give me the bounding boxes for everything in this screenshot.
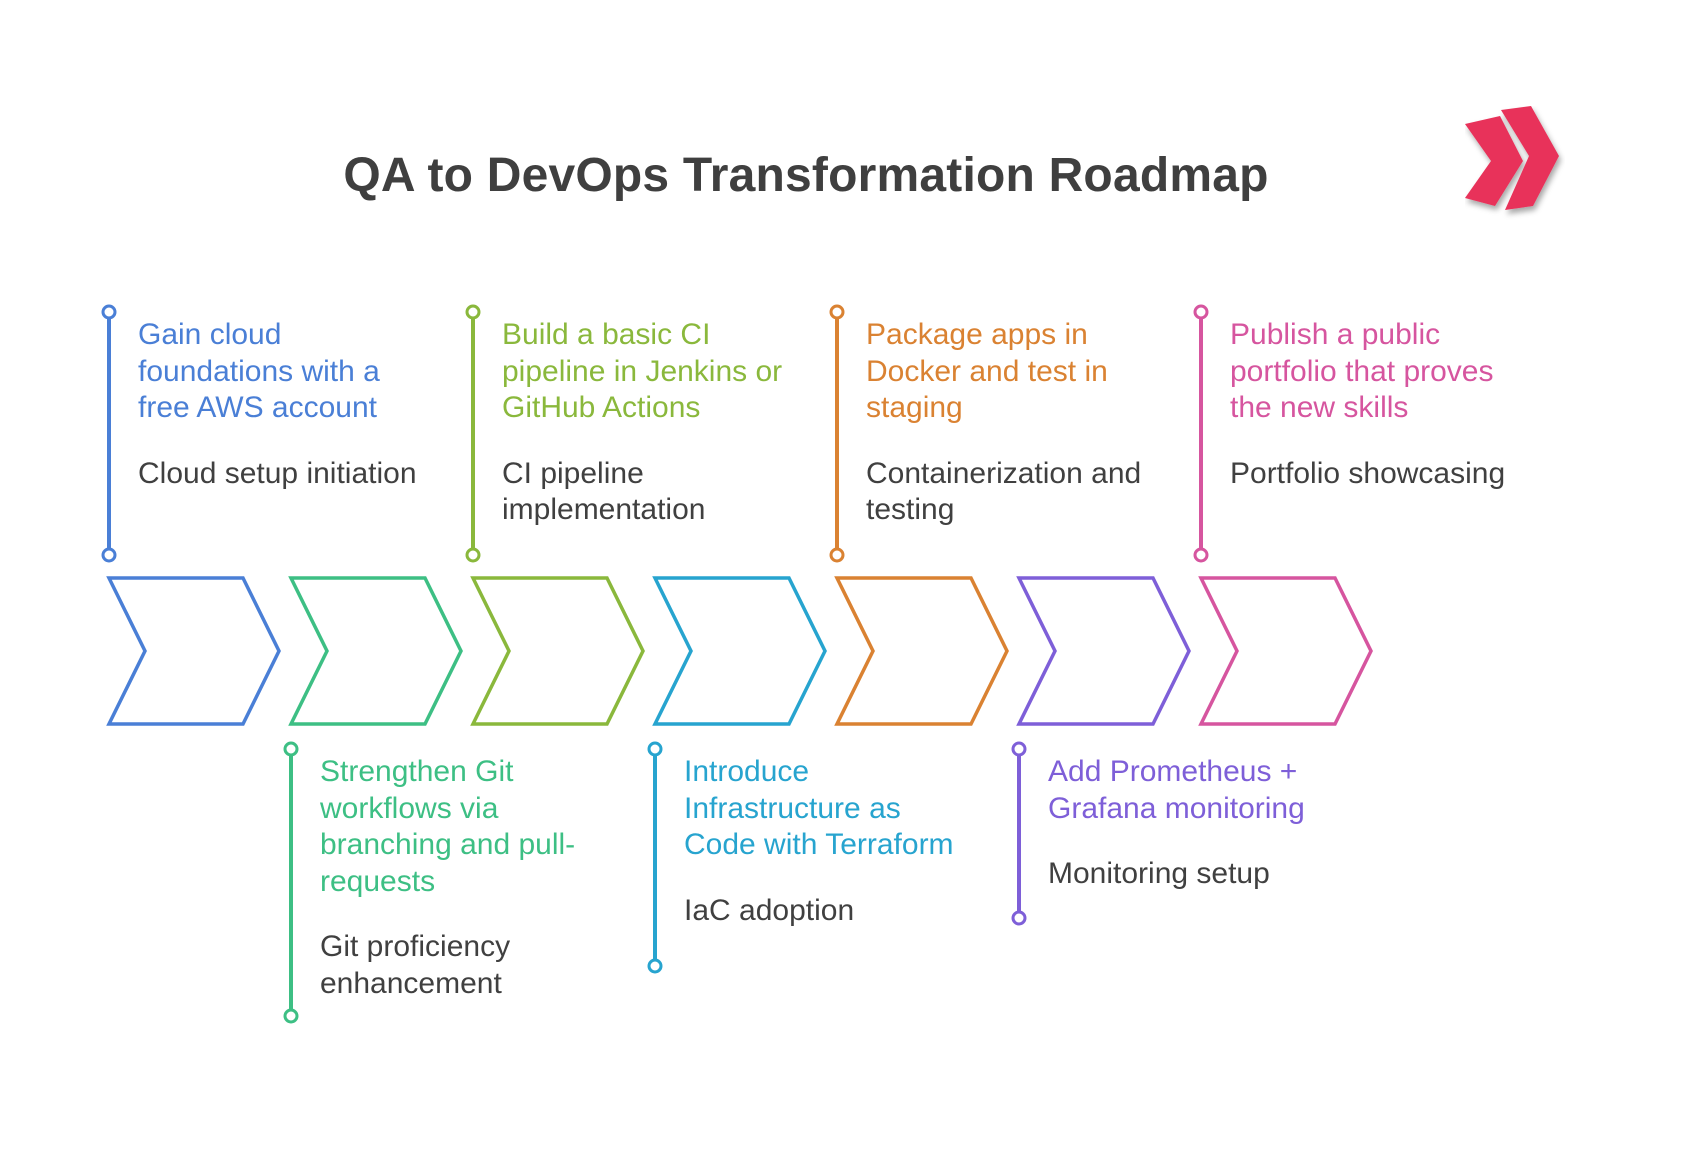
marker-line-1: [101, 304, 117, 563]
step-description: Git proficiency enhancement: [320, 930, 511, 1000]
chevron-step-5: [834, 576, 1009, 726]
chevron-step-7: [1198, 576, 1373, 726]
step-4-text: Introduce Infrastructure as Code with Te…: [684, 754, 974, 929]
chevron-step-3: [470, 576, 645, 726]
step-heading: Gain cloud foundations with a free AWS a…: [138, 318, 380, 424]
marker-line-5: [829, 304, 845, 563]
step-description: CI pipeline implementation: [502, 456, 706, 527]
double-chevron-logo-icon: [1465, 106, 1559, 210]
step-heading: Package apps in Docker and test in stagi…: [866, 318, 1108, 424]
step-1-text: Gain cloud foundations with a free AWS a…: [138, 317, 428, 492]
step-3-text: Build a basic CI pipeline in Jenkins or …: [502, 317, 792, 529]
chevron-step-1: [106, 576, 281, 726]
marker-line-4: [647, 741, 663, 974]
chevron-step-4: [652, 576, 827, 726]
step-7-text: Publish a public portfolio that proves t…: [1230, 317, 1520, 492]
step-description: Cloud setup initiation: [138, 456, 417, 490]
step-description: Portfolio showcasing: [1230, 456, 1506, 490]
step-heading: Add Prometheus + Grafana monitoring: [1048, 755, 1305, 825]
step-5-text: Package apps in Docker and test in stagi…: [866, 317, 1156, 529]
step-heading: Strengthen Git workflows via branching a…: [320, 755, 576, 898]
diagram-title: QA to DevOps Transformation Roadmap: [343, 149, 1269, 202]
step-heading: Publish a public portfolio that proves t…: [1230, 318, 1494, 424]
step-description: Containerization and testing: [866, 456, 1142, 527]
step-heading: Introduce Infrastructure as Code with Te…: [684, 755, 954, 861]
step-description: IaC adoption: [684, 893, 855, 927]
marker-line-6: [1011, 741, 1027, 926]
step-description: Monitoring setup: [1048, 857, 1270, 890]
chevron-step-2: [288, 576, 463, 726]
chevron-step-6: [1016, 576, 1191, 726]
marker-line-2: [283, 741, 299, 1024]
marker-line-7: [1193, 304, 1209, 563]
marker-line-3: [465, 304, 481, 563]
step-heading: Build a basic CI pipeline in Jenkins or …: [502, 318, 783, 424]
step-2-text: Strengthen Git workflows via branching a…: [320, 754, 610, 1002]
